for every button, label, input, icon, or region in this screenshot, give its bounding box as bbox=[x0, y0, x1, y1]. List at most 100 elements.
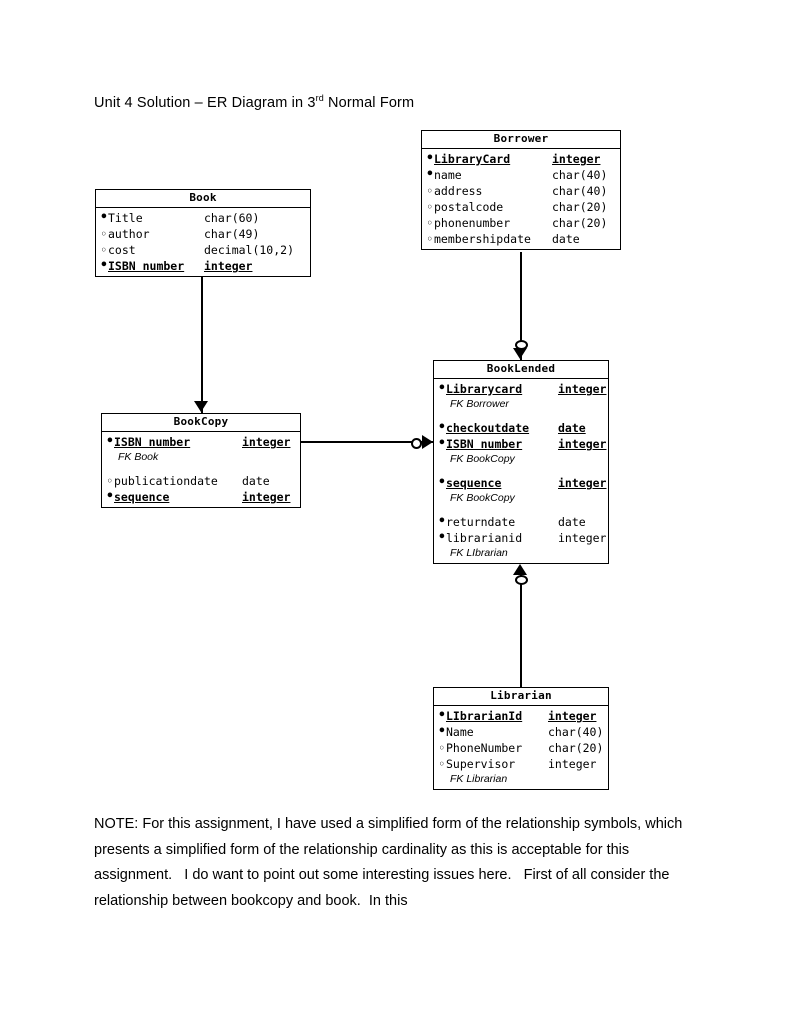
optional-marker-icon bbox=[438, 740, 446, 757]
crowsfoot-booklended-top bbox=[513, 348, 527, 359]
foreign-key-note: FK Borrower bbox=[450, 398, 509, 410]
attribute-type: integer bbox=[204, 259, 253, 273]
attribute-name: ISBN number bbox=[446, 437, 523, 451]
attribute-name: cost bbox=[108, 243, 136, 257]
note-paragraph: NOTE: For this assignment, I have used a… bbox=[94, 816, 687, 909]
attribute-name: PhoneNumber bbox=[446, 741, 523, 755]
attribute-name: publicationdate bbox=[114, 474, 218, 488]
attribute-name: Supervisor bbox=[446, 757, 516, 771]
attribute-type: integer bbox=[242, 435, 291, 449]
attribute-name: ISBN number bbox=[108, 259, 185, 273]
attribute-row: returndate date bbox=[434, 514, 608, 530]
foreign-key-note: FK LIbrarian bbox=[450, 547, 508, 559]
foreign-key-note: FK Book bbox=[118, 451, 159, 463]
entity-book[interactable]: Book Title char(60) author char(49) cost… bbox=[95, 189, 311, 277]
mandatory-marker-icon bbox=[438, 420, 446, 436]
attribute-type: decimal(10,2) bbox=[204, 243, 295, 257]
entity-booklended-title: BookLended bbox=[434, 361, 608, 379]
attribute-name: phonenumber bbox=[434, 216, 511, 230]
mandatory-marker-icon bbox=[438, 514, 446, 530]
attribute-type: char(40) bbox=[552, 184, 608, 198]
page-title-prefix: Unit 4 Solution – ER Diagram in 3 bbox=[94, 95, 316, 111]
connector-booklended-librarian bbox=[520, 572, 522, 689]
attribute-row-primary-key: sequence integer bbox=[102, 489, 300, 505]
mandatory-marker-icon bbox=[106, 489, 114, 505]
attribute-row: librarianid integer bbox=[434, 530, 608, 546]
attribute-type: integer bbox=[558, 531, 607, 545]
attribute-row-primary-key: LibraryCard integer bbox=[422, 151, 620, 167]
entity-bookcopy[interactable]: BookCopy ISBN number integer FK Book pub… bbox=[101, 413, 301, 508]
spacer bbox=[434, 467, 608, 475]
mandatory-marker-icon bbox=[438, 724, 446, 740]
attribute-row-primary-key: LIbrarianId integer bbox=[434, 708, 608, 724]
attribute-row-primary-key: ISBN number integer bbox=[102, 434, 300, 450]
attribute-name: returndate bbox=[446, 515, 516, 529]
attribute-row: phonenumber char(20) bbox=[422, 215, 620, 231]
attribute-name: Title bbox=[108, 211, 143, 225]
attribute-type: char(20) bbox=[548, 741, 604, 755]
entity-bookcopy-attributes: ISBN number integer FK Book publicationd… bbox=[102, 432, 300, 507]
attribute-row: author char(49) bbox=[96, 226, 310, 242]
attribute-name: postalcode bbox=[434, 200, 504, 214]
attribute-type: integer bbox=[242, 490, 291, 504]
optional-marker-icon bbox=[426, 231, 434, 248]
attribute-name: checkoutdate bbox=[446, 421, 530, 435]
attribute-row: PhoneNumber char(20) bbox=[434, 740, 608, 756]
attribute-row: Supervisor integer bbox=[434, 756, 608, 772]
attribute-name: Name bbox=[446, 725, 474, 739]
mandatory-marker-icon bbox=[438, 475, 446, 491]
crowsfoot-booklended-left bbox=[422, 435, 433, 449]
entity-librarian-attributes: LIbrarianId integer Name char(40) PhoneN… bbox=[434, 706, 608, 789]
attribute-row: name char(40) bbox=[422, 167, 620, 183]
attribute-name: address bbox=[434, 184, 483, 198]
mandatory-marker-icon bbox=[106, 434, 114, 450]
attribute-row-primary-key: Librarycard integer bbox=[434, 381, 608, 397]
spacer bbox=[434, 412, 608, 420]
entity-librarian[interactable]: Librarian LIbrarianId integer Name char(… bbox=[433, 687, 609, 790]
attribute-type: date bbox=[552, 232, 580, 246]
entity-book-attributes: Title char(60) author char(49) cost deci… bbox=[96, 208, 310, 276]
mandatory-marker-icon bbox=[100, 210, 108, 226]
attribute-type: integer bbox=[558, 382, 607, 396]
attribute-name: LibraryCard bbox=[434, 152, 511, 166]
entity-booklended[interactable]: BookLended Librarycard integer FK Borrow… bbox=[433, 360, 609, 564]
attribute-row-primary-key: checkoutdate date bbox=[434, 420, 608, 436]
foreign-key-note: FK BookCopy bbox=[450, 453, 515, 465]
attribute-name: LIbrarianId bbox=[446, 709, 523, 723]
mandatory-marker-icon bbox=[438, 436, 446, 452]
attribute-name: name bbox=[434, 168, 462, 182]
attribute-row-primary-key: sequence integer bbox=[434, 475, 608, 491]
attribute-row: membershipdate date bbox=[422, 231, 620, 247]
entity-book-title: Book bbox=[96, 190, 310, 208]
attribute-type: char(20) bbox=[552, 200, 608, 214]
page-title-suffix: Normal Form bbox=[323, 95, 415, 111]
connector-book-bookcopy bbox=[201, 273, 203, 415]
attribute-type: integer bbox=[548, 709, 597, 723]
mandatory-marker-icon bbox=[100, 258, 108, 274]
zero-marker-booklended-librarian bbox=[515, 575, 528, 585]
entity-borrower[interactable]: Borrower LibraryCard integer name char(4… bbox=[421, 130, 621, 250]
page-title-superscript: rd bbox=[315, 93, 324, 104]
attribute-row: postalcode char(20) bbox=[422, 199, 620, 215]
attribute-name: Librarycard bbox=[446, 382, 523, 396]
attribute-type: char(60) bbox=[204, 211, 260, 225]
optional-marker-icon bbox=[100, 242, 108, 259]
attribute-name: librarianid bbox=[446, 531, 523, 545]
entity-booklended-attributes: Librarycard integer FK Borrower checkout… bbox=[434, 379, 608, 563]
entity-librarian-title: Librarian bbox=[434, 688, 608, 706]
attribute-type: char(40) bbox=[552, 168, 608, 182]
attribute-type: date bbox=[558, 421, 586, 435]
optional-marker-icon bbox=[438, 756, 446, 773]
entity-borrower-title: Borrower bbox=[422, 131, 620, 149]
mandatory-marker-icon bbox=[426, 151, 434, 167]
optional-marker-icon bbox=[426, 199, 434, 216]
mandatory-marker-icon bbox=[438, 708, 446, 724]
attribute-type: char(40) bbox=[548, 725, 604, 739]
attribute-type: integer bbox=[558, 437, 607, 451]
mandatory-marker-icon bbox=[426, 167, 434, 183]
attribute-name: ISBN number bbox=[114, 435, 191, 449]
spacer bbox=[434, 506, 608, 514]
zero-marker-bookcopy-booklended bbox=[411, 438, 422, 449]
attribute-row: cost decimal(10,2) bbox=[96, 242, 310, 258]
attribute-name: sequence bbox=[114, 490, 170, 504]
